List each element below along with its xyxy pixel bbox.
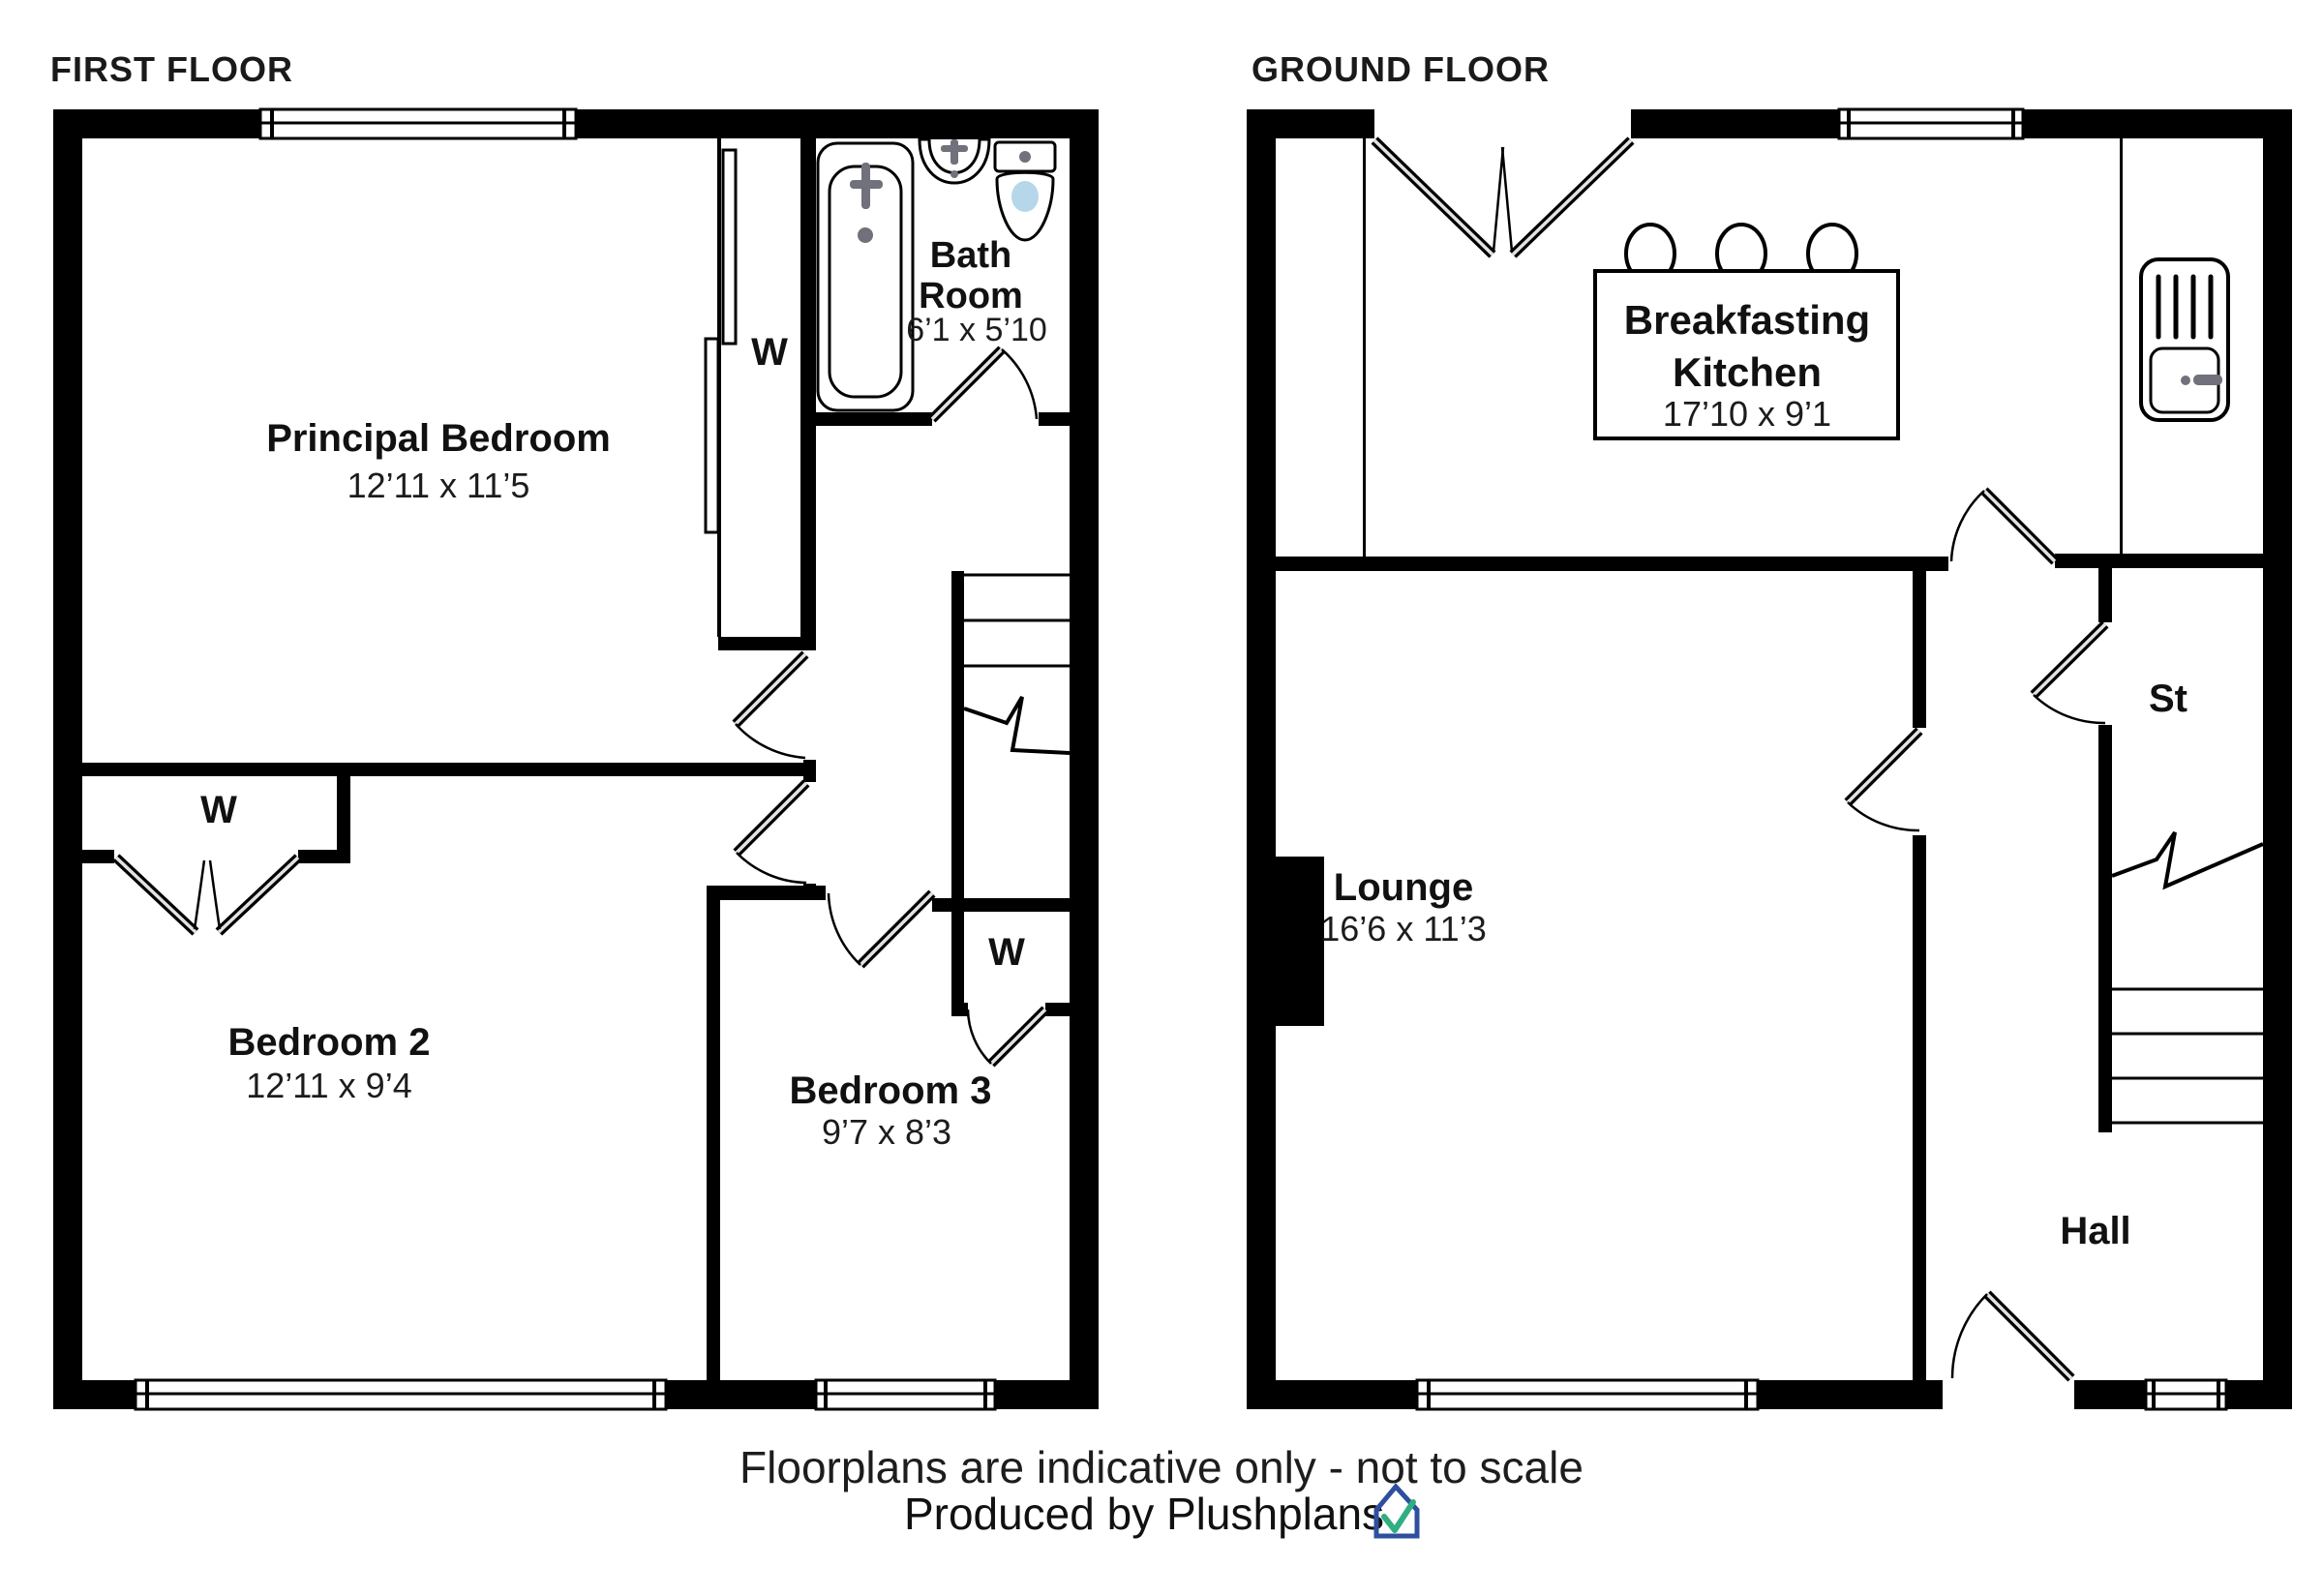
footer-credit: Produced by Plushplans	[904, 1489, 1384, 1539]
bathroom-sink	[918, 137, 991, 185]
kitchen-window	[1837, 107, 2025, 140]
bedroom-3-label: Bedroom 3	[790, 1069, 992, 1112]
plushplans-logo-icon	[1373, 1483, 1420, 1539]
hob-burners	[1624, 223, 1858, 285]
bedroom-2-wardrobe-doors	[112, 854, 302, 936]
first-floor-stairs	[963, 573, 1071, 755]
storage-label: St	[2149, 678, 2187, 720]
first-floor-labels: Principal Bedroom 12’11 x 11’5 W Bath Ro…	[200, 235, 1047, 1152]
wardrobe-label-bedroom2: W	[200, 789, 237, 831]
bathroom-dims: 6’1 x 5’10	[906, 312, 1047, 348]
lounge-label: Lounge	[1334, 866, 1473, 909]
principal-bedroom-label: Principal Bedroom	[266, 417, 611, 460]
bathroom-label-line2: Room	[919, 276, 1023, 316]
kitchen-dims: 17’10 x 9’1	[1663, 394, 1831, 434]
ground-floor-stairs	[2111, 830, 2264, 1125]
kitchen-label-line1: Breakfasting	[1624, 297, 1870, 343]
ground-floor-internal-walls	[1276, 138, 2263, 1380]
lounge-door	[1844, 727, 1923, 832]
lounge-dims: 16’6 x 11’3	[1320, 909, 1486, 949]
bedroom-2-door	[733, 779, 810, 885]
bedroom-2-window	[134, 1378, 668, 1411]
kitchen-label-box: Breakfasting Kitchen 17’10 x 9’1	[1593, 269, 1900, 440]
lounge-window	[1415, 1378, 1760, 1411]
bedroom-2-label: Bedroom 2	[228, 1021, 431, 1064]
ground-floor-title: GROUND FLOOR	[1252, 49, 1550, 89]
kitchen-label-line2: Kitchen	[1673, 349, 1822, 395]
hall-label: Hall	[2060, 1210, 2130, 1252]
toilet	[993, 140, 1057, 242]
principal-wardrobe-sliding-doors	[704, 138, 738, 637]
bathroom-label-line1: Bath	[930, 235, 1011, 276]
bedroom-2-dims: 12’11 x 9’4	[246, 1066, 411, 1105]
chimney-breast	[1276, 857, 1324, 1026]
kitchen-sink	[2139, 257, 2230, 422]
bathtub	[816, 141, 915, 412]
hall-window	[2144, 1378, 2228, 1411]
wardrobe-label-principal: W	[751, 331, 788, 374]
front-door	[1950, 1290, 2075, 1382]
bedroom-3-wardrobe-door	[966, 1006, 1049, 1068]
bedroom-3-door	[827, 889, 936, 969]
toilet-water	[1011, 181, 1039, 212]
first-floor-internal-walls	[82, 138, 1070, 1380]
principal-bedroom-window	[258, 107, 578, 140]
first-floor-title: FIRST FLOOR	[50, 49, 293, 89]
sink-tap-icon	[2181, 376, 2190, 385]
storage-door	[2030, 620, 2109, 725]
wardrobe-label-bedroom3: W	[988, 931, 1025, 974]
bedroom-3-dims: 9’7 x 8’3	[822, 1112, 951, 1152]
first-floor-plan: FIRST FLOOR	[50, 49, 1099, 1411]
footer-disclaimer: Floorplans are indicative only - not to …	[739, 1442, 1584, 1492]
kitchen-french-doors	[1371, 136, 1635, 258]
bathroom-door	[928, 346, 1039, 423]
footer: Floorplans are indicative only - not to …	[739, 1442, 1584, 1539]
ground-floor-labels: Lounge 16’6 x 11’3 St Hall	[1320, 678, 2187, 1252]
ground-floor-plan: GROUND FLOOR	[1247, 49, 2292, 1411]
principal-bedroom-door	[732, 650, 809, 760]
bedroom-3-window	[814, 1378, 997, 1411]
principal-bedroom-dims: 12’11 x 11’5	[347, 466, 530, 505]
kitchen-door	[1949, 487, 2059, 565]
